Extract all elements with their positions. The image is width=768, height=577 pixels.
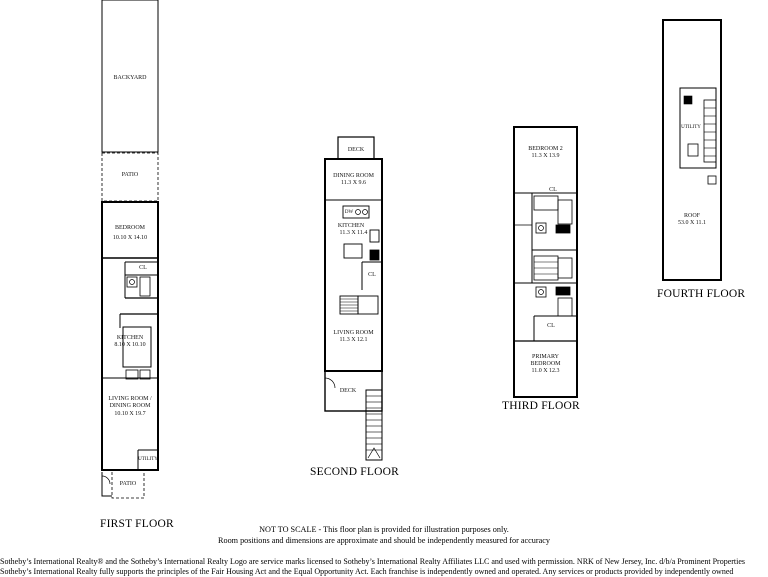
patio-top-label: PATIO <box>121 172 139 178</box>
first-floor-plan <box>101 0 159 499</box>
dishwasher-label: DW <box>344 210 354 215</box>
kitchen2-label: KITCHEN <box>337 223 365 229</box>
roof-label: ROOF <box>683 213 700 219</box>
third-floor-title: THIRD FLOOR <box>502 400 580 412</box>
third-floor-plan <box>513 126 578 398</box>
primary-dims: 11.0 X 12.3 <box>531 368 560 374</box>
closet3-top-label: CL <box>549 187 557 193</box>
second-floor-title: SECOND FLOOR <box>310 466 399 478</box>
deck-bottom-label: DECK <box>339 388 357 394</box>
closet3-bottom-label: CL <box>547 323 555 329</box>
fourth-floor-walls <box>662 19 722 281</box>
bedroom-label: BEDROOM <box>114 225 145 231</box>
patio-bottom-label: PATIO <box>119 481 137 487</box>
fourth-floor-plan <box>662 19 722 281</box>
primary-label-line1: PRIMARY <box>531 354 559 360</box>
utility4-label: UTILITY <box>681 125 701 130</box>
disclaimer-line2: Sotheby’s International Realty fully sup… <box>0 567 734 576</box>
backyard-label: BACKYARD <box>113 75 147 81</box>
living-dims: 10.10 X 19.7 <box>114 411 146 417</box>
fourth-floor-title: FOURTH FLOOR <box>657 288 746 300</box>
dining-dims: 11.3 X 9.6 <box>340 180 367 186</box>
backyard-area <box>101 0 159 153</box>
living2-dims: 11.3 X 12.1 <box>339 337 368 343</box>
patio-bottom-area <box>111 469 145 499</box>
roof-dims: 53.0 X 11.1 <box>677 220 707 226</box>
first-floor-title: FIRST FLOOR <box>100 518 174 530</box>
scale-note-line2: Room positions and dimensions are approx… <box>218 536 550 545</box>
bedroom2-label: BEDROOM 2 <box>528 146 563 152</box>
bedroom-dims: 10.10 X 14.10 <box>112 235 148 241</box>
kitchen2-dims: 11.3 X 11.4 <box>339 230 368 236</box>
kitchen-label: KITCHEN <box>116 335 144 341</box>
exterior-stair <box>365 389 383 461</box>
disclaimer-line1: Sotheby’s International Realty® and the … <box>0 557 746 566</box>
closet2-label: CL <box>368 272 376 278</box>
living2-label: LIVING ROOM <box>333 330 374 336</box>
second-floor-plan <box>324 136 383 461</box>
utility-label: UTILITY <box>138 457 158 462</box>
appliance-black <box>369 249 380 261</box>
scale-note-line1: NOT TO SCALE - This floor plan is provid… <box>259 525 509 534</box>
bedroom2-dims: 11.3 X 13.9 <box>531 153 560 159</box>
primary-label-line2: BEDROOM <box>530 361 561 367</box>
kitchen-island <box>122 326 152 368</box>
third-floor-walls <box>513 126 578 398</box>
living-label-line1: LIVING ROOM / <box>108 396 152 402</box>
closet-label: CL <box>139 265 147 271</box>
living-label-line2: DINING ROOM <box>109 403 151 409</box>
dining-label: DINING ROOM <box>333 173 374 179</box>
kitchen-dims: 8.10 X 10.10 <box>114 342 146 348</box>
deck-top-label: DECK <box>347 147 365 153</box>
